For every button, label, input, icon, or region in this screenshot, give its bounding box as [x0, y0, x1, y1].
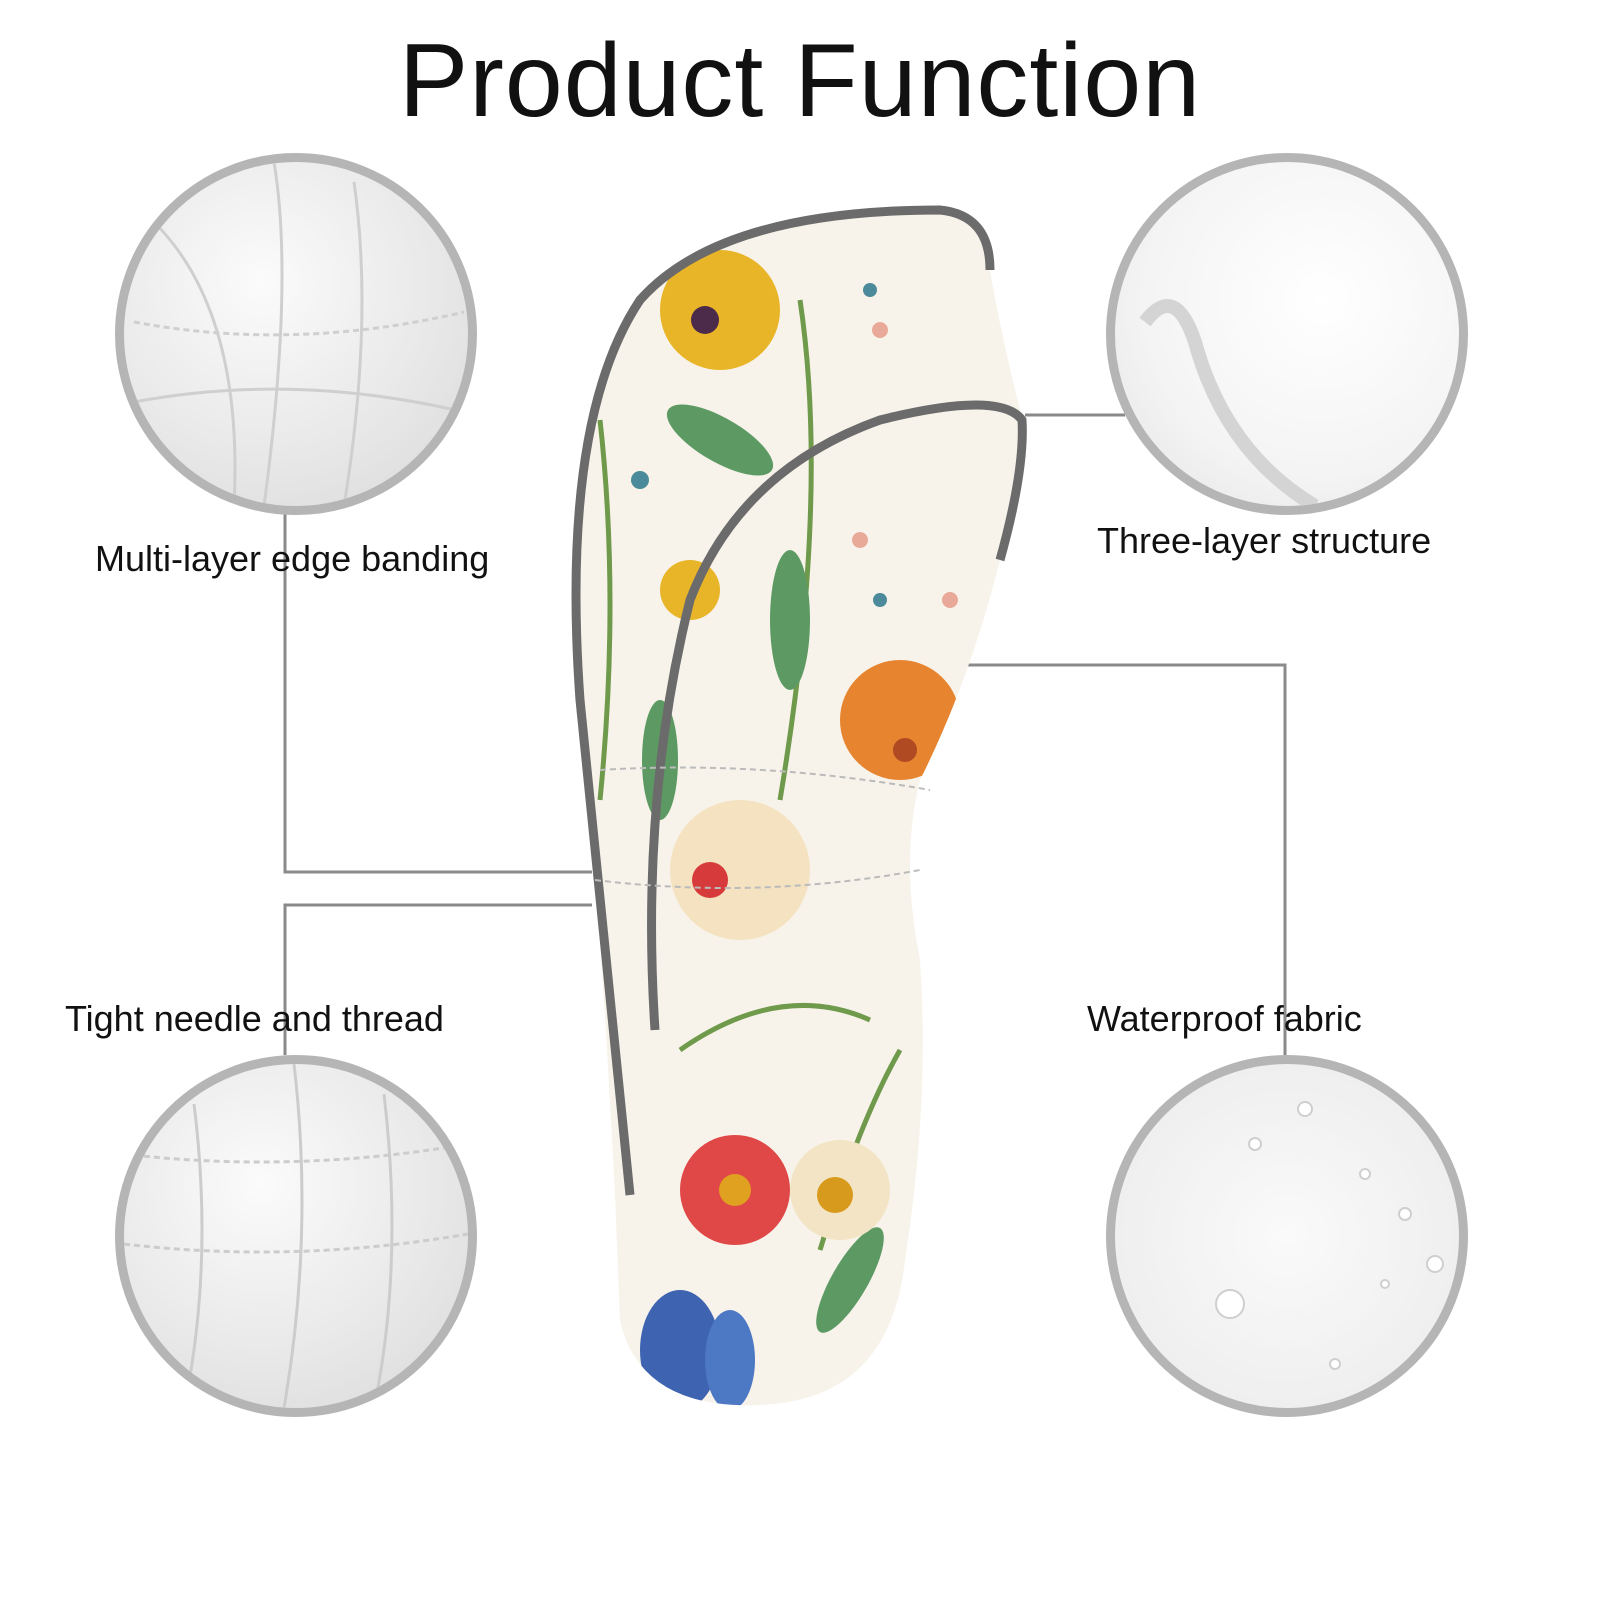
detail-circle-waterproof	[1106, 1055, 1468, 1417]
feature-label-stitching: Tight needle and thread	[65, 998, 444, 1039]
feature-label-waterproof: Waterproof fabric	[1087, 998, 1362, 1039]
feature-label-three-layer: Three-layer structure	[1097, 520, 1432, 561]
feature-label-edge-banding: Multi-layer edge banding	[95, 538, 490, 579]
detail-circle-stitching	[115, 1055, 477, 1417]
detail-circle-three-layer	[1106, 153, 1468, 515]
golf-headcover-image	[571, 205, 1027, 1406]
detail-circle-edge-banding	[115, 153, 477, 515]
page-title: Product Function	[398, 23, 1202, 139]
